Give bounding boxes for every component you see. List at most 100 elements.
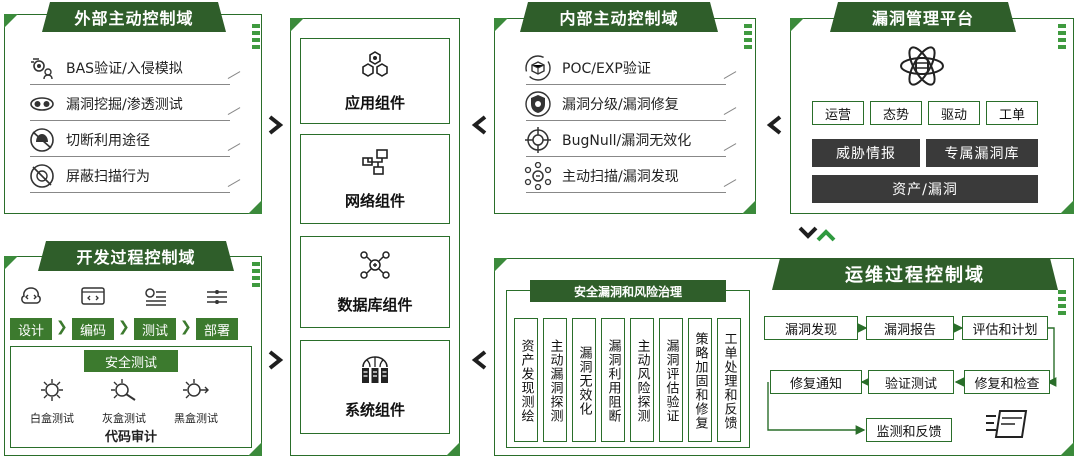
underline (30, 192, 230, 194)
dev-title: 开发过程控制域 (38, 241, 234, 271)
external-item-cut: 切断利用途径 (28, 126, 150, 154)
chevron-right-icon (268, 115, 284, 135)
decor-stripes (252, 262, 260, 290)
external-item-label: 屏蔽扫描行为 (66, 169, 150, 185)
flow-fix: 修复和检查 (964, 370, 1050, 394)
exchange-chevrons-icon (796, 222, 840, 250)
radar-blocked-icon (28, 162, 56, 190)
feedback-form-icon (984, 408, 1030, 444)
step-code: 编码 (72, 318, 114, 340)
component-label: 数据库组件 (337, 295, 413, 314)
panel-corner (4, 256, 18, 270)
external-item-label: 切断利用途径 (66, 133, 150, 149)
external-item-label: 漏洞挖掘/渗透测试 (66, 97, 183, 113)
internal-title: 内部主动控制域 (520, 2, 718, 32)
internal-item-grade: 漏洞分级/漏洞修复 (524, 90, 679, 118)
scan-nodes-icon (524, 162, 552, 190)
gear-person-icon (28, 54, 56, 82)
external-item-bas: BAS验证/入侵模拟 (28, 54, 183, 82)
whitebox-icon (38, 378, 66, 406)
ops-title: 运维过程控制域 (772, 258, 1058, 290)
chip-situation: 态势 (870, 101, 922, 125)
external-title: 外部主动控制域 (42, 2, 226, 32)
atom-database-icon (898, 44, 946, 92)
chevron-left-icon (471, 115, 487, 135)
component-system: 系统组件 (300, 340, 450, 434)
flow-notify: 修复通知 (770, 370, 862, 394)
panel-corner (494, 258, 508, 272)
code-audit-label: 代码审计 (104, 430, 157, 445)
shield-gear-icon (524, 90, 552, 118)
blackbox-icon (182, 378, 210, 406)
decor-stripes (744, 24, 752, 52)
globe-server-icon (359, 355, 391, 389)
design-icon (18, 286, 44, 312)
underline (526, 192, 726, 194)
panel-corner (742, 200, 756, 214)
panel-corner (1060, 442, 1074, 456)
panel-corner (446, 442, 460, 456)
underline (526, 84, 726, 86)
internal-item-label: BugNull/漏洞无效化 (562, 133, 692, 149)
step-arrow: ❯ (118, 319, 130, 335)
graybox-label: 灰盒测试 (102, 412, 146, 425)
panel-corner (4, 14, 18, 28)
internal-item-poc: POC/EXP验证 (524, 54, 651, 82)
flow-report: 漏洞报告 (866, 316, 954, 340)
whitebox-label: 白盒测试 (30, 412, 74, 425)
internal-item-label: 漏洞分级/漏洞修复 (562, 97, 679, 113)
flow-verify: 验证测试 (868, 370, 954, 394)
panel-corner (1060, 200, 1074, 214)
vuln-library-box: 专属漏洞库 (926, 139, 1038, 167)
graybox-icon (110, 378, 138, 406)
decor-stripes (252, 24, 260, 52)
chip-drive: 驱动 (928, 101, 980, 125)
panel-corner (248, 200, 262, 214)
governance-title: 安全漏洞和风险治理 (530, 280, 726, 302)
step-design: 设计 (10, 318, 52, 340)
underline (30, 84, 230, 86)
flow-discover: 漏洞发现 (764, 316, 858, 340)
internal-item-label: 主动扫描/漏洞发现 (562, 169, 679, 185)
component-label: 系统组件 (344, 400, 405, 419)
external-item-label: BAS验证/入侵模拟 (66, 61, 183, 77)
external-item-pentest: 漏洞挖掘/渗透测试 (28, 90, 183, 118)
underline (526, 120, 726, 122)
chevron-left-icon (766, 115, 782, 135)
threat-intel-box: 威胁情报 (812, 139, 920, 167)
underline (30, 120, 230, 122)
internal-item-label: POC/EXP验证 (562, 61, 651, 77)
gov-column: 资产发现测绘 (514, 318, 538, 442)
component-database: 数据库组件 (300, 236, 450, 328)
asset-vuln-box: 资产/漏洞 (812, 175, 1038, 203)
code-icon (80, 286, 106, 312)
goggles-icon (28, 90, 56, 118)
gov-column: 漏洞评估验证 (659, 318, 683, 442)
crosshair-icon (524, 126, 552, 154)
external-item-shield: 屏蔽扫描行为 (28, 162, 150, 190)
chip-operation: 运营 (812, 101, 864, 125)
panel-corner (290, 18, 304, 32)
component-network: 网络组件 (300, 134, 450, 224)
gov-column: 主动风险探测 (630, 318, 654, 442)
internal-item-bugnull: BugNull/漏洞无效化 (524, 126, 691, 154)
flow-assess: 评估和计划 (962, 316, 1048, 340)
cube-cycle-icon (524, 54, 552, 82)
test-icon (142, 286, 168, 312)
hacker-blocked-icon (28, 126, 56, 154)
step-arrow: ❯ (180, 319, 192, 335)
panel-corner (494, 18, 508, 32)
chevron-right-icon (268, 350, 284, 370)
network-nodes-icon (360, 148, 390, 180)
step-test: 测试 (134, 318, 176, 340)
gov-column: 漏洞利用阻断 (601, 318, 625, 442)
flow-monitor: 监测和反馈 (866, 418, 952, 442)
blackbox-label: 黑盒测试 (174, 412, 218, 425)
deploy-icon (204, 286, 230, 312)
component-application: 应用组件 (300, 38, 450, 124)
underline (526, 156, 726, 158)
gov-column: 策略加固和修复 (688, 318, 712, 442)
internal-item-scan: 主动扫描/漏洞发现 (524, 162, 679, 190)
gov-column: 漏洞无效化 (572, 318, 596, 442)
step-arrow: ❯ (56, 319, 68, 335)
